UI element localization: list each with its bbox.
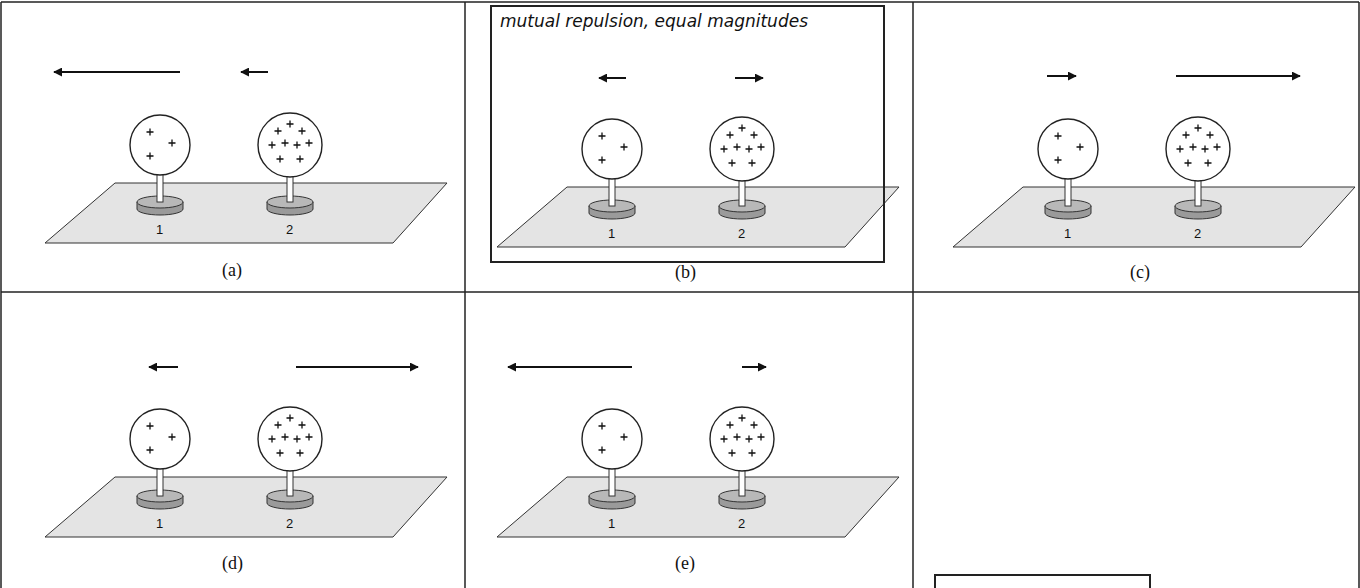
stand-number: 1 [608,227,615,240]
stand-number: 2 [738,227,745,240]
stand-number: 1 [156,223,163,236]
stand-number: 2 [286,223,293,236]
handwritten-note: mutual repulsion, equal magnitudes [492,7,816,35]
panel-caption: (b) [675,263,696,281]
panel-caption: (e) [675,554,695,572]
stand-number: 2 [1194,227,1201,240]
stand-number: 1 [1064,227,1071,240]
panel-caption: (a) [222,261,242,279]
stand-number: 2 [738,517,745,530]
panel-caption: (d) [222,554,243,572]
stand-number: 1 [156,517,163,530]
annotation-box: mutual repulsion, equal magnitudes [490,5,885,263]
panel-caption: (c) [1130,263,1150,281]
stand-number: 1 [608,517,615,530]
stand-number: 2 [286,517,293,530]
